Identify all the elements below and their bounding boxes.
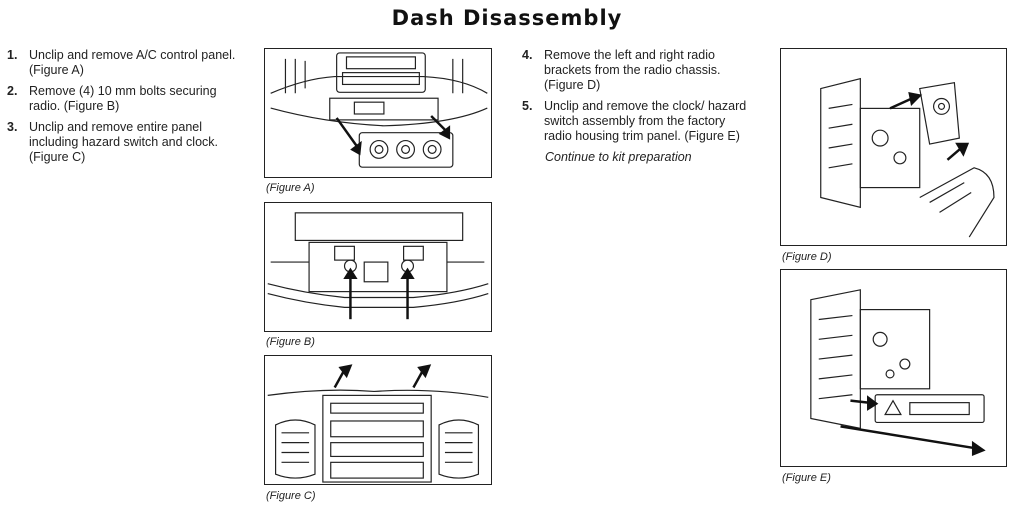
page-title: Dash Disassembly [391, 6, 623, 30]
figure-c-caption: (Figure C) [266, 490, 316, 502]
figure-d [780, 48, 1007, 246]
step-text: Unclip and remove the clock/ hazard swit… [544, 99, 747, 143]
steps-left: 1. Unclip and remove A/C control panel. … [7, 48, 242, 171]
figure-a [264, 48, 492, 178]
figure-d-drawing [820, 77, 995, 238]
step-1: 1. Unclip and remove A/C control panel. … [7, 48, 242, 78]
step-text: Remove the left and right radio brackets… [544, 48, 721, 92]
figure-d-caption: (Figure D) [782, 251, 832, 263]
figure-e-caption: (Figure E) [782, 472, 831, 484]
step-text: Unclip and remove A/C control panel. (Fi… [29, 48, 236, 77]
figure-b-caption: (Figure B) [266, 336, 315, 348]
figure-c [264, 355, 492, 485]
step-5: 5. Unclip and remove the clock/ hazard s… [522, 99, 752, 144]
figure-a-drawing [270, 52, 488, 168]
step-number: 4. [522, 48, 533, 62]
step-number: 2. [7, 84, 18, 98]
step-2: 2. Remove (4) 10 mm bolts securing radio… [7, 84, 242, 114]
continue-note: Continue to kit preparation [545, 150, 692, 164]
figure-b-drawing [267, 212, 489, 320]
figure-e-drawing [810, 289, 986, 456]
step-number: 1. [7, 48, 18, 62]
step-number: 5. [522, 99, 533, 113]
steps-right: 4. Remove the left and right radio brack… [522, 48, 752, 165]
step-4: 4. Remove the left and right radio brack… [522, 48, 752, 93]
figure-a-caption: (Figure A) [266, 182, 315, 194]
figure-b [264, 202, 492, 332]
figure-e [780, 269, 1007, 467]
step-text: Remove (4) 10 mm bolts securing radio. (… [29, 84, 217, 113]
step-number: 3. [7, 120, 18, 134]
step-3: 3. Unclip and remove entire panel includ… [7, 120, 242, 165]
figure-c-drawing [267, 364, 489, 483]
step-text: Unclip and remove entire panel including… [29, 120, 218, 164]
